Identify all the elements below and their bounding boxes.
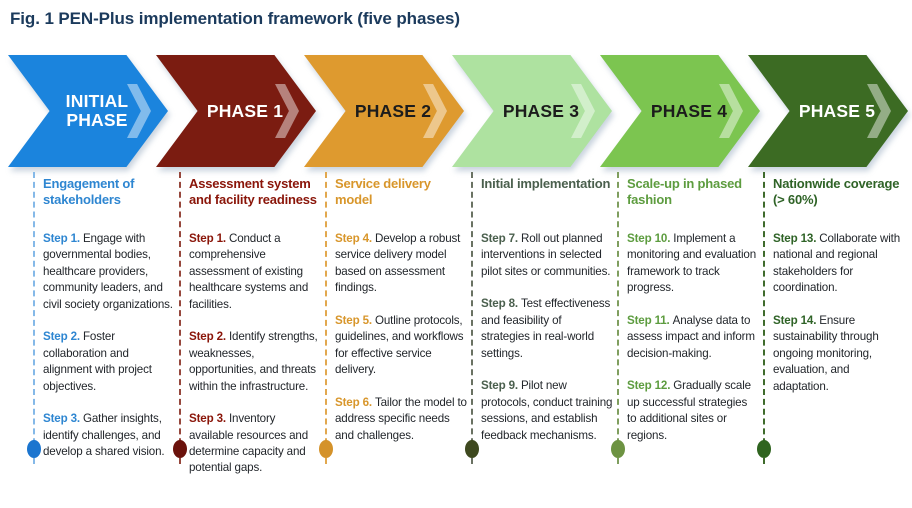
step-item: Step 1.Conduct a comprehensive assessmen… — [189, 231, 321, 313]
phase-arrow-5: PHASE 5 — [748, 55, 908, 167]
figure-title: Fig. 1 PEN-Plus implementation framework… — [10, 9, 460, 28]
step-label: Step 1. — [189, 232, 226, 245]
chevron-arrow-shape: PHASE 4 — [600, 55, 760, 167]
phase-column-initial: Engagement of stakeholders Step 1.Engage… — [27, 172, 179, 464]
phase-arrow-label: INITIAL PHASE — [65, 91, 129, 130]
step-item: Step 5.Outline protocols, guidelines, an… — [335, 313, 467, 379]
phase-columns: Engagement of stakeholders Step 1.Engage… — [27, 172, 912, 474]
step-label: Step 13. — [773, 232, 817, 245]
step-label: Step 12. — [627, 379, 671, 393]
step-text: Pilot new protocols, conduct training se… — [481, 379, 613, 442]
step-item: Step 3.Inventory available resources and… — [189, 411, 321, 477]
phase-heading: Engagement of stakeholders — [43, 176, 135, 208]
phase-column-1: Assessment system and facility readiness… — [173, 172, 325, 474]
phase-arrow-band: INITIAL PHASE PHASE 1 PHASE 2 PHASE 3 — [8, 55, 912, 167]
phase-heading: Assessment system and facility readiness — [189, 176, 317, 208]
phase-arrow-2: PHASE 2 — [304, 55, 464, 167]
step-label: Step 14. — [773, 313, 817, 327]
phase-heading: Initial implementation — [481, 176, 611, 191]
step-text: Gather insights, identify challenges, an… — [43, 412, 165, 458]
step-label: Step 2. — [43, 330, 80, 344]
phase-arrow-label: PHASE 2 — [354, 100, 432, 121]
step-item: Step 8.Test effectiveness and feasibilit… — [481, 296, 613, 362]
step-text: Test effectiveness and feasibility of st… — [481, 297, 611, 360]
timeline-dot — [611, 440, 625, 458]
step-item: Step 9.Pilot new protocols, conduct trai… — [481, 378, 613, 444]
step-text: Outline protocols, guidelines, and workf… — [335, 313, 464, 377]
chevron-arrow-shape: PHASE 2 — [304, 55, 464, 167]
timeline-dot — [465, 440, 479, 458]
step-text: Implement a monitoring and evaluation fr… — [627, 232, 757, 295]
phase-arrow-label: PHASE 4 — [650, 100, 728, 121]
timeline-dot — [757, 440, 771, 458]
step-label: Step 6. — [335, 395, 372, 409]
step-text: Gradually scale up successful strategies… — [627, 379, 751, 442]
phase-heading: Scale-up in phased fashion — [627, 176, 742, 208]
phase-column-2: Service delivery model Step 4.Develop a … — [319, 172, 471, 464]
step-label: Step 3. — [43, 412, 80, 426]
chevron-arrow-shape: PHASE 1 — [156, 55, 316, 167]
step-item: Step 7.Roll out planned interventions in… — [481, 231, 613, 280]
step-item: Step 11.Analyse data to assess impact an… — [627, 313, 759, 362]
step-label: Step 1. — [43, 232, 80, 245]
step-label: Step 4. — [335, 232, 372, 245]
chevron-arrow-shape: PHASE 5 — [748, 55, 908, 167]
step-text: Engage with governmental bodies, healthc… — [43, 232, 173, 311]
step-item: Step 2.Foster collaboration and alignmen… — [43, 329, 175, 395]
step-text: Collaborate with national and regional s… — [773, 232, 900, 295]
phase-arrow-initial: INITIAL PHASE — [8, 55, 168, 167]
step-text: Analyse data to assess impact and inform… — [627, 313, 755, 360]
step-text: Develop a robust service delivery model … — [335, 232, 461, 295]
step-item: Step 1.Engage with governmental bodies, … — [43, 231, 175, 313]
timeline-dot — [319, 440, 333, 458]
step-item: Step 3.Gather insights, identify challen… — [43, 411, 175, 460]
phase-heading: Service delivery model — [335, 176, 431, 208]
step-item: Step 13.Collaborate with national and re… — [773, 231, 905, 297]
step-label: Step 10. — [627, 232, 671, 245]
step-label: Step 7. — [481, 232, 518, 245]
step-text: Tailor the model to address specific nee… — [335, 395, 467, 442]
chevron-arrow-shape: INITIAL PHASE — [8, 55, 168, 167]
phase-arrow-1: PHASE 1 — [156, 55, 316, 167]
phase-arrow-label: PHASE 3 — [502, 100, 580, 121]
step-item: Step 10.Implement a monitoring and evalu… — [627, 231, 759, 297]
timeline-dot — [173, 440, 187, 458]
step-text: Conduct a comprehensive assessment of ex… — [189, 232, 309, 311]
phase-arrow-3: PHASE 3 — [452, 55, 612, 167]
step-item: Step 6.Tailor the model to address speci… — [335, 395, 467, 444]
timeline-dot — [27, 440, 41, 458]
step-text: Inventory available resources and determ… — [189, 412, 309, 475]
step-item: Step 2.Identify strengths, weaknesses, o… — [189, 329, 321, 395]
step-text: Roll out planned interventions in select… — [481, 232, 611, 278]
step-item: Step 12.Gradually scale up successful st… — [627, 378, 759, 444]
phase-column-5: Nationwide coverage (> 60%) Step 13.Coll… — [757, 172, 909, 464]
chevron-arrow-shape: PHASE 3 — [452, 55, 612, 167]
step-item: Step 14.Ensure sustainability through on… — [773, 313, 905, 395]
step-label: Step 5. — [335, 313, 372, 327]
step-text: Identify strengths, weaknesses, opportun… — [189, 330, 318, 393]
phase-column-3: Initial implementation Step 7.Roll out p… — [465, 172, 617, 464]
phase-heading: Nationwide coverage (> 60%) — [773, 176, 900, 208]
phase-column-4: Scale-up in phased fashion Step 10.Imple… — [611, 172, 763, 464]
step-label: Step 11. — [627, 313, 670, 327]
step-text: Foster collaboration and alignment with … — [43, 330, 152, 393]
step-item: Step 4.Develop a robust service delivery… — [335, 231, 467, 297]
step-label: Step 9. — [481, 379, 518, 393]
phase-arrow-4: PHASE 4 — [600, 55, 760, 167]
step-label: Step 2. — [189, 330, 226, 344]
phase-arrow-label: PHASE 1 — [206, 100, 284, 121]
step-text: Ensure sustainability through ongoing mo… — [773, 313, 879, 393]
phase-arrow-label: PHASE 5 — [798, 100, 876, 121]
step-label: Step 3. — [189, 412, 226, 426]
step-label: Step 8. — [481, 297, 518, 311]
